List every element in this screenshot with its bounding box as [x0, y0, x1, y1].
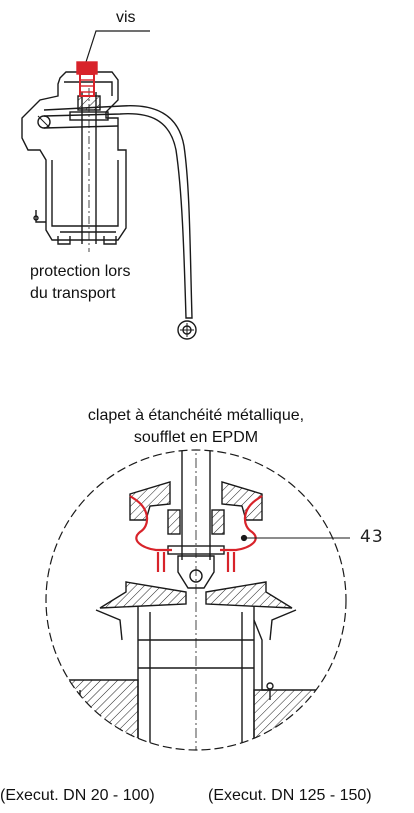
label-exec-left-text: (Execut. DN 20 - 100) [0, 787, 155, 804]
housing-outline [21, 71, 127, 241]
label-exec-left: (Execut. DN 20 - 100) [0, 786, 190, 806]
label-vis: vis [116, 9, 136, 26]
label-clapet-line1: clapet à étanchéité métallique, [87, 407, 305, 424]
lever-handle [43, 105, 193, 319]
upper-valve-drawing [21, 30, 197, 340]
lever-eye [177, 320, 197, 340]
callout-43-leader [240, 534, 350, 542]
lower-valve-drawing [45, 449, 350, 751]
part-number-43: 43 [360, 527, 384, 547]
label-protection-line2: du transport [30, 285, 116, 302]
label-clapet-line2: soufflet en EPDM [133, 429, 259, 446]
vis-screw [76, 61, 98, 97]
epdm-bellows [129, 495, 263, 572]
label-protection-line1: protection lors [30, 263, 131, 280]
vis-leader-line [85, 30, 150, 63]
label-exec-right: (Execut. DN 125 - 150) [208, 787, 372, 804]
